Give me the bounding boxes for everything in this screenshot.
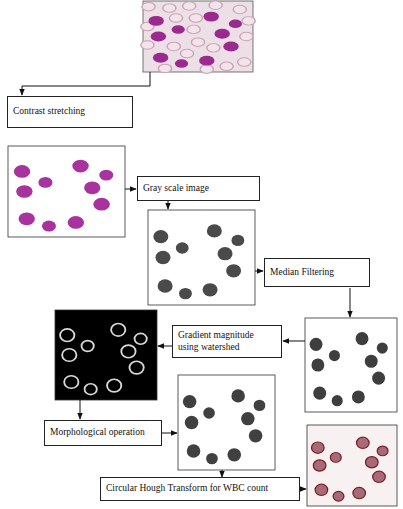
- image-frame: [307, 425, 397, 506]
- flow-arrow: [300, 489, 306, 490]
- hough-image: [307, 425, 397, 506]
- gradient-image: [55, 310, 157, 400]
- median-image: [305, 318, 397, 412]
- wbc-layer: [183, 389, 265, 464]
- flow-arrow: [283, 341, 305, 342]
- wbc-layer: [153, 224, 244, 299]
- detected-cells: [312, 437, 389, 501]
- step-label: Morphological operation: [50, 427, 156, 438]
- image-frame: [55, 310, 157, 400]
- step-label: Gradient magnitude using watershed: [178, 330, 276, 353]
- flow-arrow: [80, 400, 81, 419]
- flow-arrow: [125, 189, 136, 190]
- wbc-layer: [310, 332, 388, 406]
- smear-image: [141, 1, 255, 73]
- process-box: Gradient magnitude using watershed: [172, 325, 282, 358]
- gray-image: [148, 210, 255, 305]
- image-frame: [178, 375, 275, 470]
- flow-arrow: [22, 72, 150, 95]
- flow-arrow: [255, 271, 263, 272]
- flow-arrow: [158, 346, 172, 347]
- flow-arrow: [162, 433, 177, 434]
- image-frame: [148, 210, 255, 305]
- step-label: Median Filtering: [270, 267, 364, 278]
- process-box: Morphological operation: [44, 420, 162, 446]
- flow-arrow: [222, 470, 223, 477]
- image-frame: [8, 146, 125, 237]
- wbc-layer: [149, 12, 243, 68]
- wbc-layer: [14, 160, 113, 232]
- step-label: Gray scale image: [143, 183, 254, 194]
- flow-arrow: [168, 201, 169, 209]
- process-box: Contrast stretching: [7, 96, 133, 128]
- edge-rings: [60, 324, 147, 395]
- process-box: Median Filtering: [264, 258, 370, 287]
- morph-image: [178, 375, 275, 470]
- process-box: Gray scale image: [137, 176, 260, 201]
- rbc-layer: [141, 1, 255, 73]
- flow-arrow: [350, 288, 351, 317]
- step-label: Circular Hough Transform for WBC count: [106, 483, 294, 494]
- step-label: Contrast stretching: [13, 106, 127, 117]
- process-box: Circular Hough Transform for WBC count: [100, 477, 300, 501]
- contrast-image: [8, 146, 125, 237]
- image-frame: [305, 318, 397, 412]
